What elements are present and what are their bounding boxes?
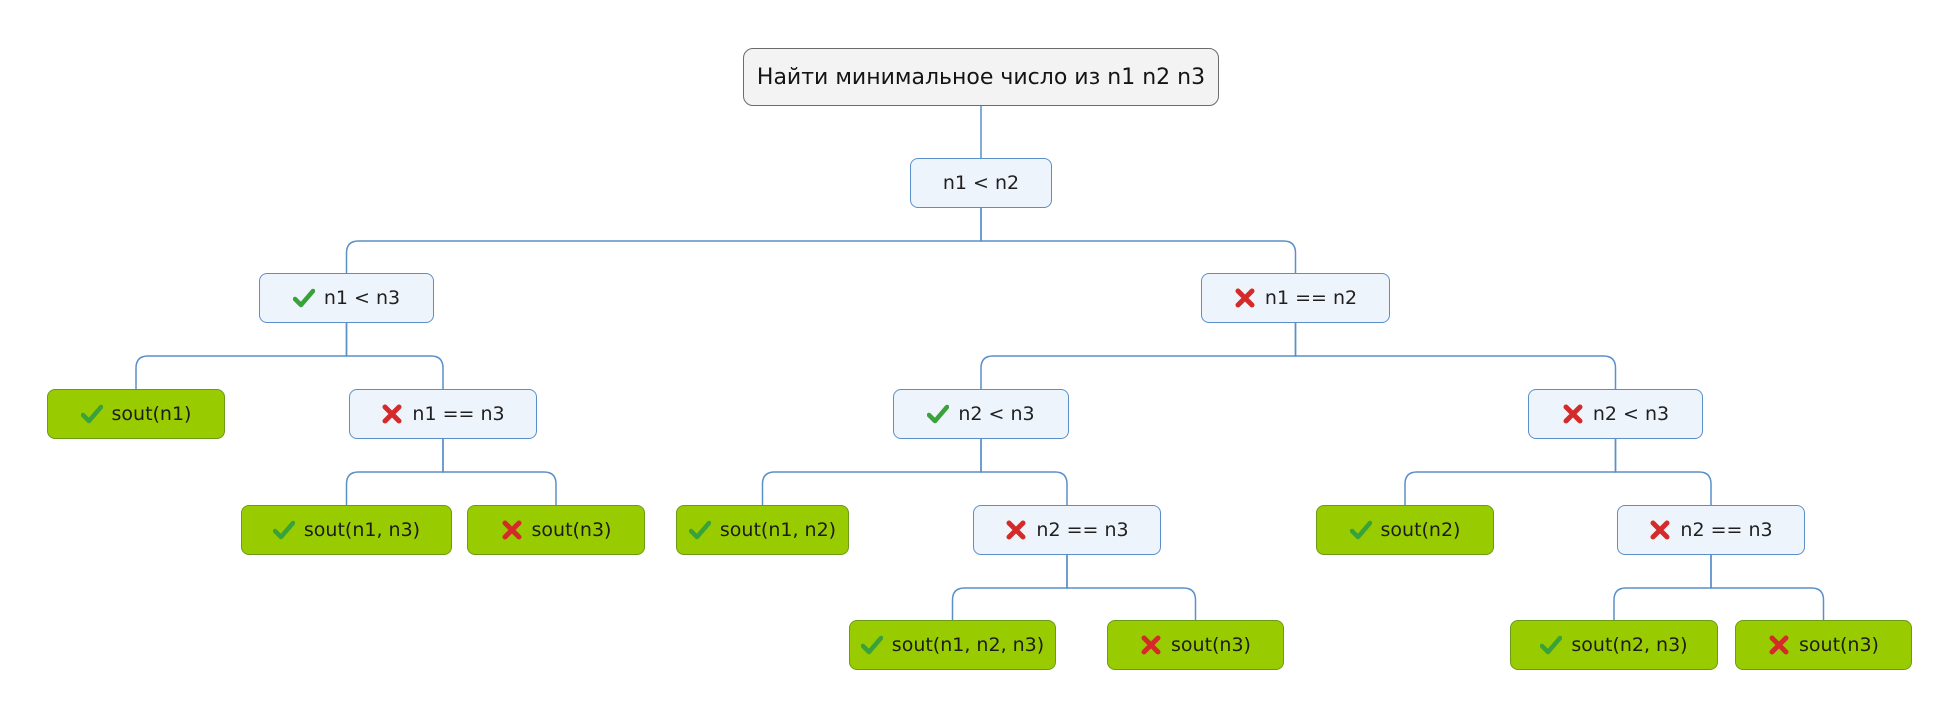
cross-icon <box>1234 287 1256 309</box>
leaf-label: sout(n1) <box>111 403 192 425</box>
connector-c5-l4 <box>761 439 982 505</box>
condition-n1-lt-n3[interactable]: n1 < n3 <box>259 273 434 323</box>
connector-c2-c4 <box>345 323 444 389</box>
connector-c6-l5 <box>1404 439 1617 505</box>
condition-label: n2 == n3 <box>1680 519 1773 541</box>
leaf-label: sout(n1, n2) <box>719 519 837 541</box>
cross-icon <box>1649 519 1671 541</box>
condition-label: n2 == n3 <box>1036 519 1129 541</box>
leaf-label: sout(n3) <box>1799 634 1879 656</box>
check-icon <box>1349 519 1372 541</box>
cross-icon <box>1562 403 1584 425</box>
condition-label: n2 < n3 <box>958 403 1035 425</box>
check-icon <box>292 287 315 309</box>
leaf-sout-n1-n2-n3[interactable]: sout(n1, n2, n3) <box>849 620 1056 670</box>
leaf-sout-n2[interactable]: sout(n2) <box>1316 505 1494 555</box>
leaf-label: sout(n3) <box>531 519 612 541</box>
condition-n1-eq-n2[interactable]: n1 == n2 <box>1201 273 1390 323</box>
connector-c7-l7 <box>1066 555 1197 620</box>
check-icon <box>860 634 883 656</box>
leaf-label: sout(n2) <box>1380 519 1461 541</box>
cross-icon <box>381 403 403 425</box>
connector-c7-l6 <box>951 555 1068 620</box>
cross-icon <box>1140 634 1162 656</box>
condition-n2-lt-n3-true[interactable]: n2 < n3 <box>893 389 1069 439</box>
leaf-sout-n3[interactable]: sout(n3) <box>1735 620 1912 670</box>
leaf-label: sout(n1, n2, n3) <box>891 634 1045 656</box>
connector-c2-l1 <box>135 323 348 389</box>
condition-n2-eq-n3-left[interactable]: n2 == n3 <box>973 505 1161 555</box>
condition-label: n1 == n3 <box>412 403 505 425</box>
check-icon <box>80 403 103 425</box>
condition-label: n1 == n2 <box>1264 287 1358 309</box>
condition-n2-lt-n3-false[interactable]: n2 < n3 <box>1528 389 1703 439</box>
connector-c8-l9 <box>1710 555 1825 620</box>
condition-label: n1 < n2 <box>942 172 1020 194</box>
leaf-sout-n3[interactable]: sout(n3) <box>1107 620 1284 670</box>
leaf-sout-n2-n3[interactable]: sout(n2, n3) <box>1510 620 1718 670</box>
connector-c1-c2 <box>345 208 982 273</box>
root-node[interactable]: Найти минимальное число из n1 n2 n3 <box>743 48 1219 106</box>
leaf-label: sout(n3) <box>1171 634 1251 656</box>
check-icon <box>927 403 950 425</box>
condition-label: n2 < n3 <box>1592 403 1670 425</box>
leaf-label: sout(n1, n3) <box>303 519 421 541</box>
leaf-sout-n1-n2[interactable]: sout(n1, n2) <box>676 505 849 555</box>
leaf-sout-n1-n3[interactable]: sout(n1, n3) <box>241 505 452 555</box>
condition-n1-lt-n2[interactable]: n1 < n2 <box>910 158 1052 208</box>
condition-n2-eq-n3-right[interactable]: n2 == n3 <box>1617 505 1805 555</box>
connector-c4-l2 <box>345 439 444 505</box>
check-icon <box>272 519 295 541</box>
check-icon <box>1540 634 1563 656</box>
leaf-sout-n3[interactable]: sout(n3) <box>467 505 645 555</box>
cross-icon <box>1768 634 1790 656</box>
connector-c8-l8 <box>1613 555 1712 620</box>
cross-icon <box>1005 519 1027 541</box>
connector-c3-c6 <box>1294 323 1617 389</box>
connector-c6-c8 <box>1614 439 1712 505</box>
connector-c5-c7 <box>980 439 1068 505</box>
connector-c1-c3 <box>980 208 1297 273</box>
leaf-sout-n1[interactable]: sout(n1) <box>47 389 225 439</box>
condition-label: n1 < n3 <box>323 287 401 309</box>
check-icon <box>688 519 711 541</box>
condition-n1-eq-n3[interactable]: n1 == n3 <box>349 389 537 439</box>
root-label: Найти минимальное число из n1 n2 n3 <box>756 64 1206 90</box>
connector-c3-c5 <box>980 323 1297 389</box>
leaf-label: sout(n2, n3) <box>1571 634 1688 656</box>
connector-c4-l3 <box>442 439 557 505</box>
cross-icon <box>501 519 523 541</box>
